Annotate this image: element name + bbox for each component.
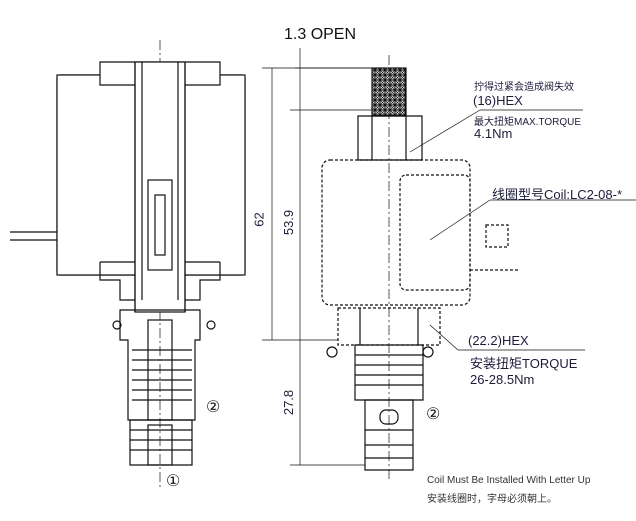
coil-model: 线圈型号Coil:LC2-08-* xyxy=(492,187,623,202)
port-2-label-right: ② xyxy=(426,406,441,423)
section-view xyxy=(10,40,246,490)
top-hex-warning: 拧得过紧会造成阀失效 xyxy=(474,82,574,93)
bottom-hex-size: (22.2)HEX xyxy=(468,333,529,348)
open-dimension: 1.3 OPEN xyxy=(284,26,357,43)
dimension-lines xyxy=(262,48,636,466)
port-2-label-left: ② xyxy=(206,399,221,416)
top-hex-size: (16)HEX xyxy=(473,93,523,108)
coil-section-dimension: 53.9 xyxy=(281,209,297,236)
bottom-torque-value: 26-28.5Nm xyxy=(470,372,535,387)
cartridge-length-dimension: 27.8 xyxy=(281,389,297,416)
overall-length-dimension: 62 xyxy=(251,212,267,227)
installation-note-chinese: 安装线圈时，字母必须朝上。 xyxy=(427,494,557,505)
top-torque-label: 最大扭矩MAX.TORQUE xyxy=(474,117,582,128)
external-view xyxy=(321,55,518,480)
bottom-torque-label: 安装扭矩TORQUE xyxy=(470,356,578,371)
installation-note-english: Coil Must Be Installed With Letter Up xyxy=(427,475,591,486)
top-torque-value: 4.1Nm xyxy=(474,126,513,141)
port-1-label: ① xyxy=(166,473,181,490)
